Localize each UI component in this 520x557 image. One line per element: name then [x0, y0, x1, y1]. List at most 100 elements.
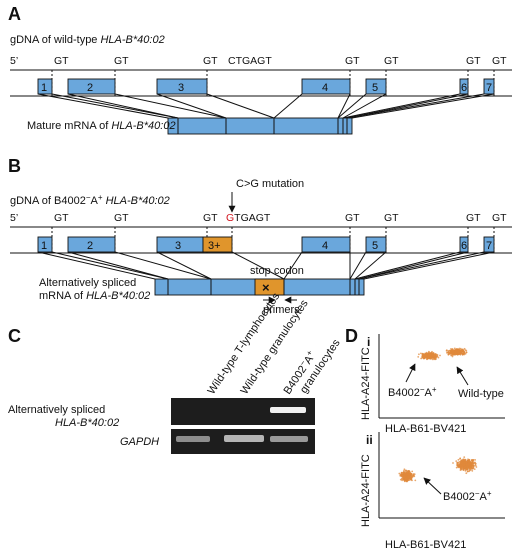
gt-label: GT [54, 212, 69, 224]
scatter-dot [399, 473, 402, 476]
scatter-dot [405, 469, 408, 472]
panel-c: C Wild-type T-lymphocytes Wild-type gran… [8, 290, 343, 454]
scatter-dot [468, 469, 471, 471]
scatter-dot [439, 354, 441, 357]
scatter-dot [407, 470, 410, 472]
gel-band [224, 435, 264, 442]
gt-label: GT [345, 55, 360, 67]
scatter-dot [403, 468, 406, 471]
exon-number: 7 [486, 240, 492, 252]
exon-6 [459, 78, 469, 95]
alt-mrna-label-line1: Alternatively spliced [39, 277, 136, 289]
scatter-dot [464, 469, 467, 472]
scatter-dot [460, 464, 462, 466]
scatter-dot [456, 461, 459, 464]
scatter-dot [406, 480, 408, 483]
gel-row-label: GAPDH [120, 436, 159, 448]
scatter-dot [457, 349, 460, 351]
scatter-dot [408, 473, 410, 476]
gt-label: GT [492, 212, 507, 224]
panel-b: B C>G mutation gDNA of B4002−A+ HLA-B*40… [8, 156, 512, 316]
scatter-dot [467, 464, 470, 466]
splice-lines [37, 93, 495, 119]
mutation-label: C>G mutation [236, 178, 304, 190]
scatter-dot [460, 462, 463, 465]
scatter-dot [463, 456, 466, 458]
scatter-dot [403, 475, 406, 478]
scatter-dot [468, 462, 470, 464]
scatter-dot [426, 353, 429, 355]
scatter-dot [463, 464, 465, 467]
scatter-dot [399, 478, 402, 481]
scatter-dot [427, 356, 430, 358]
y-axis-label: HLA-A24-FITC [360, 454, 372, 527]
exon-4 [301, 236, 351, 253]
gt-label: GT [384, 55, 399, 67]
x-axis-label: HLA-B61-BV421 [385, 539, 466, 551]
gt-label: GT [466, 55, 481, 67]
primers-label: primers [263, 304, 300, 316]
scatter-dot [426, 358, 428, 360]
scatter-dot [471, 467, 473, 470]
scatter-dot [472, 461, 474, 464]
five-prime-label: 5’ [10, 55, 18, 67]
exon-number: 2 [87, 240, 93, 252]
scatter-dot [462, 458, 464, 461]
scatter-dot [451, 351, 453, 353]
gt-label: GT [203, 212, 218, 224]
scatter-dot [469, 465, 472, 468]
scatter-dot [459, 350, 462, 352]
exon-4 [301, 78, 351, 95]
exon-number: 1 [41, 82, 47, 94]
panel-a-letter: A [8, 4, 21, 24]
exon-number: 5 [372, 240, 378, 252]
scatter-dot [435, 353, 437, 356]
exon-1 [37, 236, 53, 253]
exon-number: 1 [41, 240, 47, 252]
scatter-dot [470, 459, 473, 461]
scatter-dot [464, 458, 467, 461]
exon-number: 6 [461, 240, 467, 252]
scatter-dot [402, 478, 405, 481]
scatter-dot [451, 353, 454, 355]
gt-label: GT [492, 55, 507, 67]
exon-3-extension [202, 236, 233, 253]
scatter-dot [431, 352, 434, 355]
panel-c-letter: C [8, 326, 21, 346]
scatter-dot [454, 349, 456, 352]
scatter-dot [466, 468, 469, 471]
gt-label: GT [114, 55, 129, 67]
y-axis-label: HLA-A24-FITC [360, 347, 372, 420]
scatter-dot [447, 353, 450, 355]
scatter-dot [449, 351, 452, 354]
scatter-dot [412, 474, 415, 477]
mutated-base: G [226, 212, 234, 224]
scatter-dot [463, 466, 466, 469]
scatter-dot [465, 472, 468, 475]
exon-number: 3 [175, 240, 181, 252]
exon-number: 3 [178, 82, 184, 94]
scatter-dot [474, 462, 477, 465]
exon-number: 5 [372, 82, 378, 94]
scatter-dot [431, 356, 434, 358]
exon-number: 4 [322, 82, 328, 94]
scatter-dot [451, 355, 454, 358]
exon-2 [67, 236, 116, 253]
panel-d: D i ii HLA-A24-FITC HLA-A24-FITC HLA-B61… [345, 326, 505, 551]
scatter-dot [475, 466, 478, 468]
scatter-dot [454, 353, 456, 356]
scatter-dot [433, 358, 435, 361]
scatter-dot [463, 352, 466, 354]
scatter-dot [458, 347, 461, 350]
scatter-dot [431, 358, 434, 361]
population-arrow [405, 363, 416, 383]
scatter-dot [461, 466, 464, 468]
scatter-dot [407, 479, 409, 482]
ctgagt-label: CTGAGT [228, 55, 272, 67]
population-arrow [456, 366, 469, 386]
scatter-dot [460, 467, 463, 469]
scatter-dot [401, 471, 403, 474]
gt-label: GT [54, 55, 69, 67]
scatter-dot [464, 349, 467, 351]
exon-7 [483, 236, 495, 253]
